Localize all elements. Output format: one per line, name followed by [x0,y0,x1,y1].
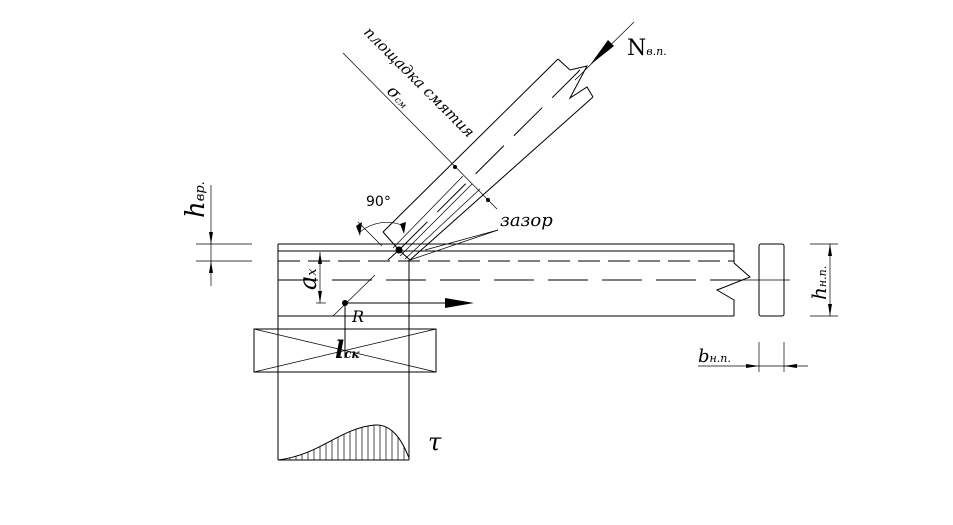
bottom-chord [277,243,751,461]
angle-label: 90° [366,194,391,210]
bottom-chord-section [740,243,790,317]
shear-stress-diagram [277,424,410,461]
tau-label: τ [428,428,442,456]
h-np-dimension [810,243,838,317]
gap-leader [409,229,499,261]
sigma-label: σсм [382,81,413,112]
node-point [395,246,403,254]
bearing-plane-ticks [453,165,490,202]
h-vr-dimension [196,185,252,286]
rafter [382,58,594,261]
bearing-plane-label: площадка смятия [360,23,478,141]
gap-label: зазор [500,210,553,231]
b-np-dimension [698,342,808,372]
reaction-force [332,274,474,358]
bearing-plane-line [342,52,498,210]
a-x-dimension [316,252,326,304]
b-np-label: bн.п. [698,346,731,367]
h-vr-label: hвр. [181,181,211,218]
a-x-label: ax [294,268,322,290]
h-np-label: hн.п. [807,266,831,300]
bearing-pad [253,328,437,373]
force-label: Nв.п. [627,36,667,61]
right-angle-arc [356,221,406,247]
l-sk-label: lск [335,335,360,364]
reaction-label: R [351,307,364,326]
force-arrow [574,21,635,81]
